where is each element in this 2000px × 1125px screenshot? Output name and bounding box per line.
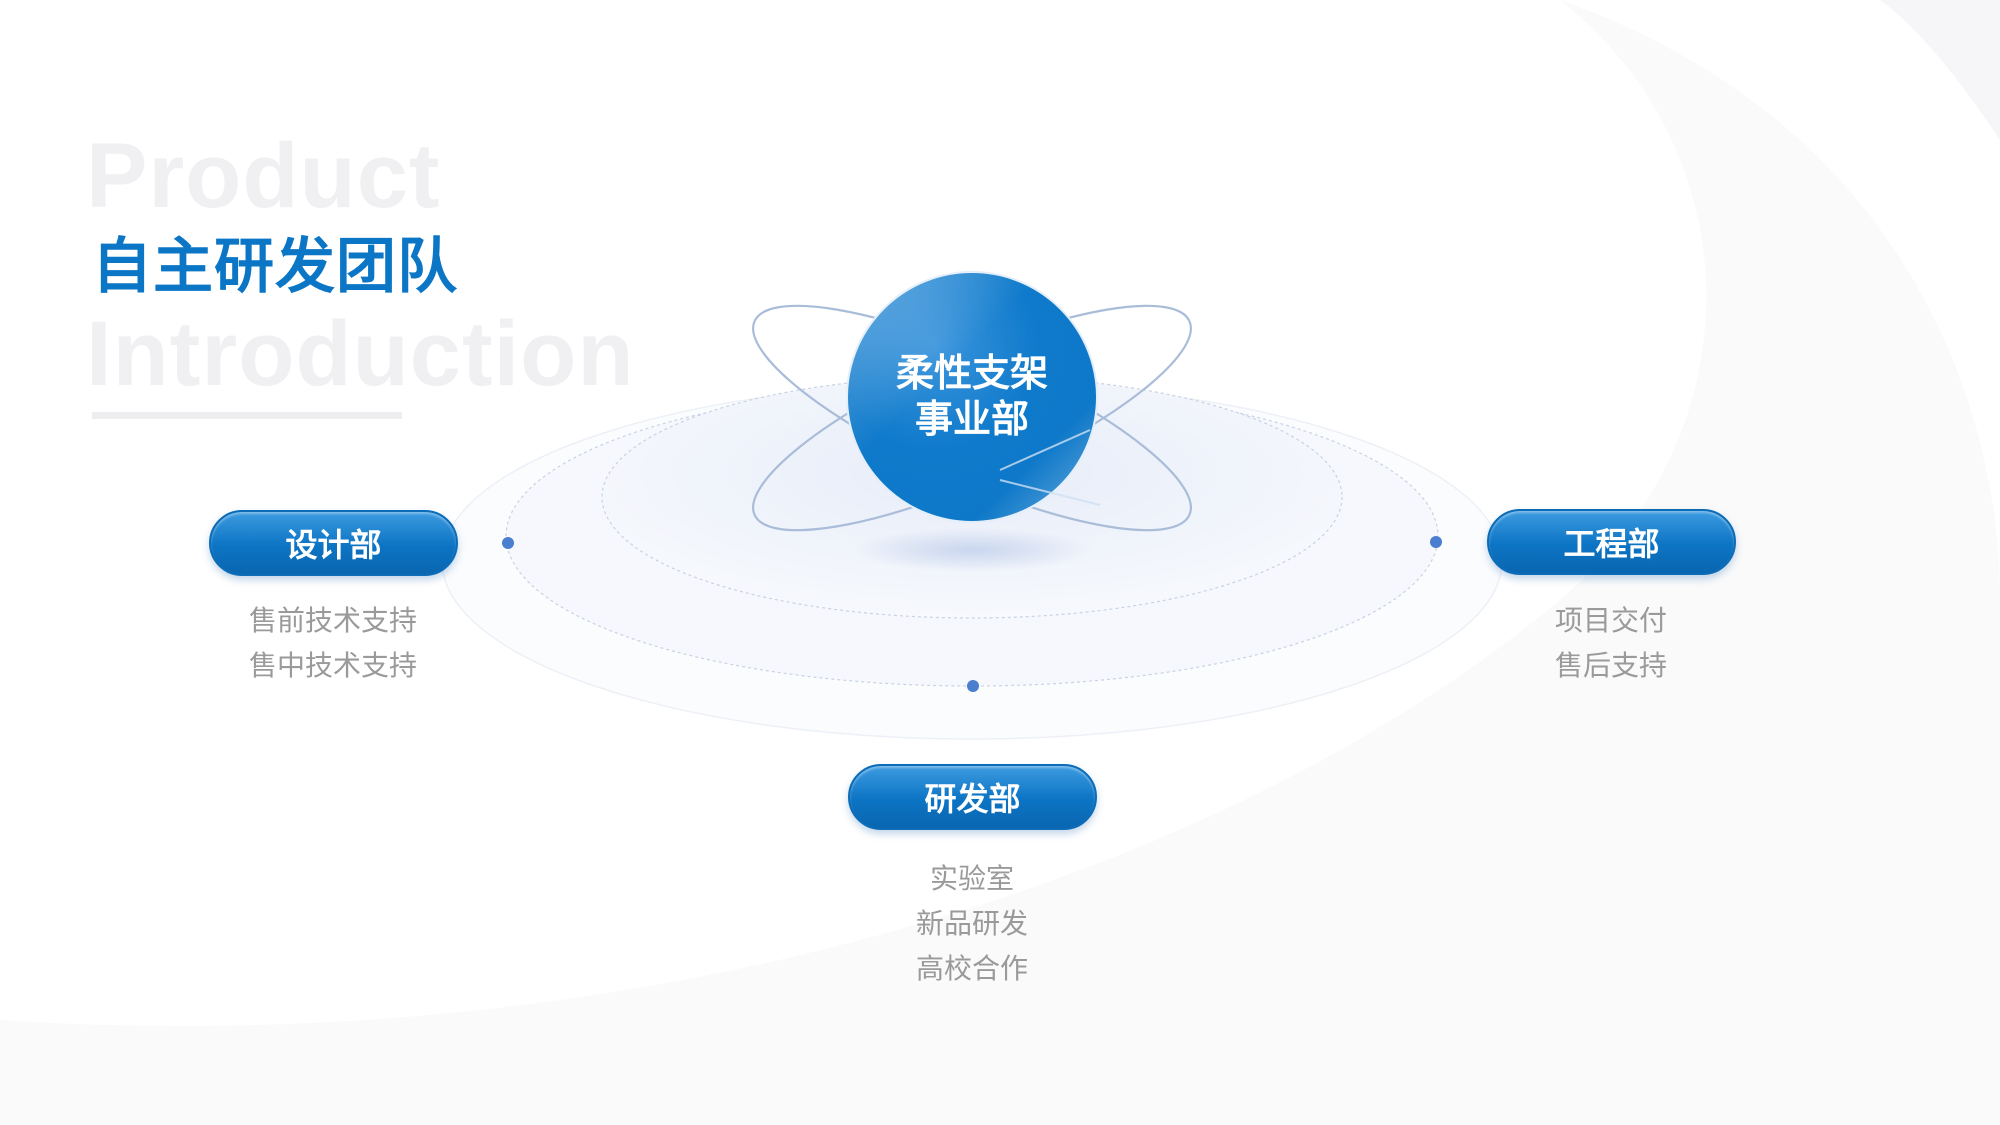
title-divider: [92, 412, 402, 419]
bg-text-introduction: Introduction: [86, 303, 635, 405]
list-item: 新品研发: [915, 907, 1028, 940]
center-label-line2: 事业部: [914, 397, 1029, 441]
department-design-items: 售前技术支持 售中技术支持: [183, 598, 483, 688]
list-item: 售后支持: [1554, 649, 1667, 682]
list-item: 实验室: [929, 862, 1014, 895]
list-item: 高校合作: [915, 952, 1028, 985]
department-engineering-items: 项目交付 售后支持: [1461, 598, 1761, 688]
list-item: 售中技术支持: [248, 649, 417, 682]
list-item: 售前技术支持: [248, 604, 417, 637]
department-rnd-button[interactable]: 研发部: [848, 764, 1097, 830]
dot-right: [1430, 536, 1442, 548]
department-engineering-button[interactable]: 工程部: [1487, 509, 1736, 575]
page-title: 自主研发团队: [92, 232, 458, 302]
dot-left: [502, 537, 514, 549]
dot-bottom: [967, 680, 979, 692]
sphere-shadow: [852, 528, 1092, 572]
orbit-front: [999, 429, 1101, 506]
department-design-button[interactable]: 设计部: [209, 510, 458, 576]
bg-text-product: Product: [86, 125, 441, 227]
center-label-line1: 柔性支架: [895, 351, 1048, 395]
department-rnd-items: 实验室 新品研发 高校合作: [822, 856, 1122, 991]
list-item: 项目交付: [1554, 604, 1667, 637]
center-label: 柔性支架 事业部: [847, 350, 1097, 442]
